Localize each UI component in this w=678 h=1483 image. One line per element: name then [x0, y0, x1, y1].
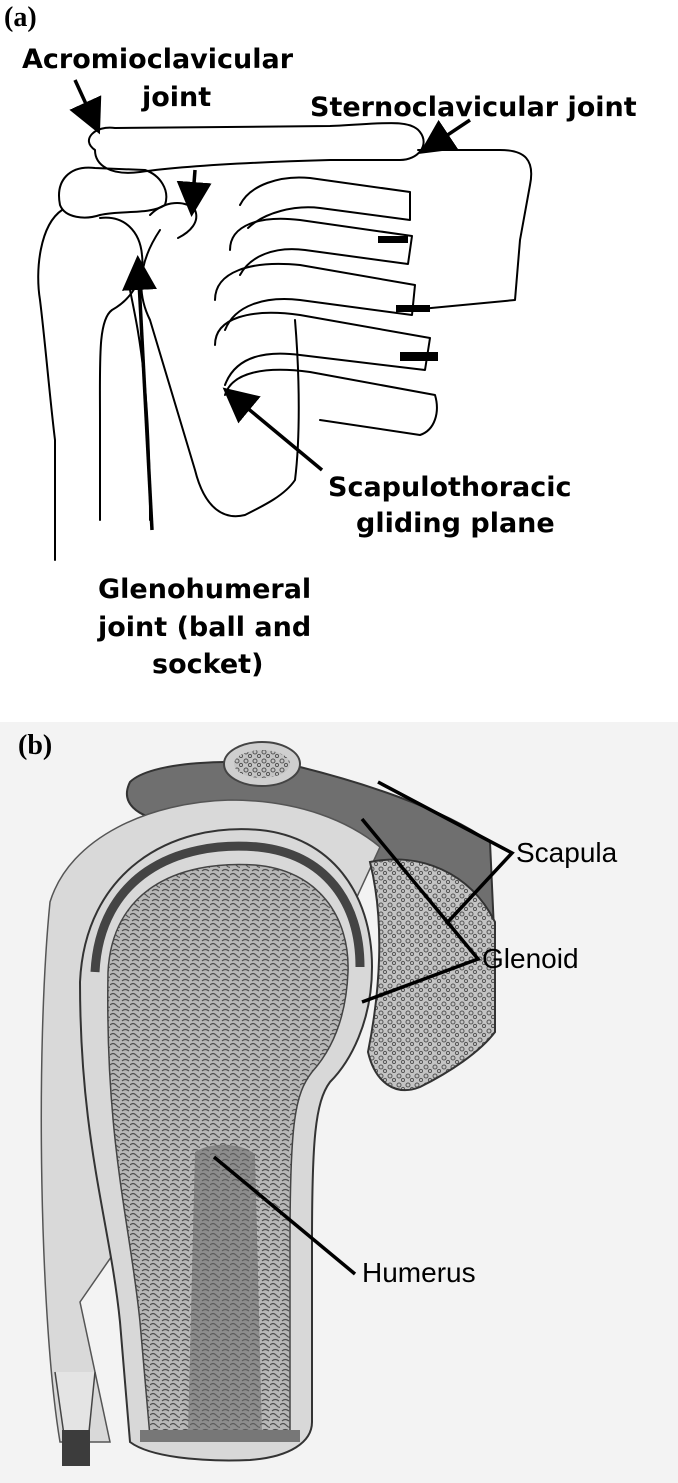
- panel-a-shoulder-complex: (a) Acromioclavicular joint St: [0, 0, 678, 690]
- clavicle-core: [234, 750, 290, 778]
- rib-3: [215, 264, 415, 330]
- sternum-outline: [410, 150, 531, 310]
- arrow-icon: [228, 392, 322, 470]
- clavicle-outline: [89, 123, 424, 173]
- label-scapula: Scapula: [516, 837, 618, 868]
- label-glenohumeral: Glenohumeral: [98, 574, 311, 605]
- coracoid-outline: [150, 203, 196, 238]
- panel-a-tag: (a): [4, 2, 37, 33]
- humerus-head: [100, 218, 142, 520]
- label-scapulothoracic: Scapulothoracic: [328, 472, 572, 503]
- panel-b-tag: (b): [18, 730, 52, 761]
- label-gliding-plane: gliding plane: [356, 508, 555, 539]
- panel-b-cross-section: (b) Scapula Glenoid Humerus: [0, 722, 678, 1483]
- label-glenohumeral-line3: socket): [152, 649, 263, 680]
- shoulder-complex-diagram: (a) Acromioclavicular joint St: [0, 0, 678, 690]
- tendon-end: [62, 1430, 90, 1466]
- arrow-icon: [425, 120, 470, 150]
- label-glenohumeral-line2: joint (ball and: [97, 612, 311, 643]
- label-acromioclavicular: Acromioclavicular: [22, 44, 294, 75]
- humerus-cut-edge: [140, 1430, 300, 1442]
- acromion-outline: [59, 168, 166, 218]
- arrow-icon: [75, 80, 97, 128]
- costal-cartilage-1: [378, 236, 408, 243]
- label-acromioclavicular-joint: joint: [141, 82, 211, 113]
- rib-2: [230, 219, 412, 275]
- arrow-icon: [138, 262, 152, 530]
- costal-cartilage-3: [400, 352, 438, 361]
- label-sternoclavicular-joint: Sternoclavicular joint: [310, 92, 637, 123]
- arrow-icon: [192, 170, 195, 210]
- glenohumeral-section-diagram: (b) Scapula Glenoid Humerus: [0, 722, 678, 1483]
- scapula-outline: [141, 230, 298, 516]
- costal-cartilage-2: [396, 305, 430, 312]
- rib-5: [225, 370, 437, 435]
- label-glenoid: Glenoid: [482, 943, 579, 974]
- label-humerus: Humerus: [362, 1257, 476, 1288]
- humerus-outline: [38, 210, 62, 560]
